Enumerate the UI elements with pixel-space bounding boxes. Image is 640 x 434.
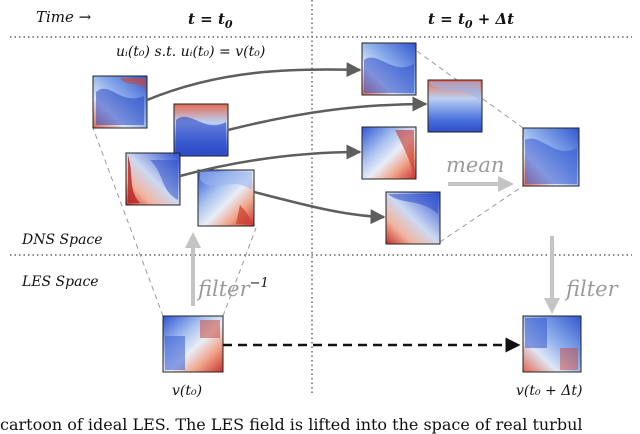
filter-arrow-head — [544, 298, 560, 314]
mean-arrow-head — [498, 176, 514, 192]
projection-line-right — [222, 227, 257, 317]
dns-sample-t1-4 — [385, 191, 441, 245]
filter-inverse-label: filter−1 — [196, 276, 269, 301]
les-start-label: v(t₀) — [172, 383, 202, 399]
trajectory-arrow-1 — [146, 62, 362, 102]
dns-sample-t0-4 — [197, 169, 255, 227]
trajectory-arrow-3 — [179, 144, 362, 178]
projection-line-left — [92, 127, 164, 317]
les-end-label: v(t₀ + Δt) — [516, 383, 582, 399]
time-axis-label: Time → — [36, 8, 92, 26]
filter-inverse-arrow-head — [185, 232, 201, 248]
constraint-annotation: uᵢ(t₀) s.t. uᵢ(t₀) = v(t₀) — [116, 44, 265, 60]
dns-sample-t1-2 — [427, 79, 483, 133]
mean-label: mean — [446, 153, 504, 177]
trajectory-arrow-2 — [227, 96, 428, 132]
les-space-label: LES Space — [21, 274, 99, 290]
les-field-end — [522, 315, 582, 373]
dns-sample-t1-1 — [361, 42, 417, 96]
trajectory-arrow-4 — [253, 190, 386, 225]
les-field-start — [162, 315, 224, 373]
dns-space-label: DNS Space — [21, 232, 103, 248]
dns-mean-field — [522, 127, 580, 187]
dns-sample-t0-3 — [125, 152, 181, 206]
t0-header: t = t0 — [188, 10, 233, 31]
dns-sample-t0-2 — [173, 103, 229, 157]
dns-sample-t0-1 — [92, 75, 148, 129]
t1-header: t = t0 + Δt — [428, 10, 514, 31]
dns-sample-t1-3 — [361, 126, 417, 180]
filter-label: filter — [564, 277, 620, 301]
mean-line-bottom — [439, 185, 524, 243]
caption-text: cartoon of ideal LES. The LES field is l… — [0, 415, 583, 434]
